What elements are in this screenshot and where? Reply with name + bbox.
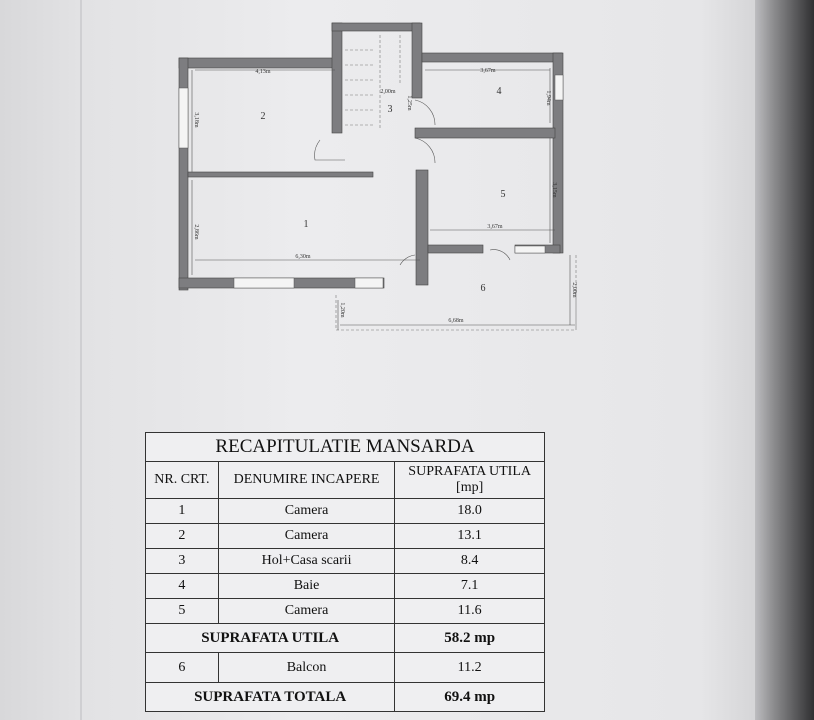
dim-r4-width: 3,67m <box>480 68 496 74</box>
cell: Balcon <box>217 652 396 683</box>
wall <box>187 171 374 178</box>
dim-r1-width: 6,30m <box>295 254 311 260</box>
area-summary-table: RECAPITULATIE MANSARDA NR. CRT. DENUMIRE… <box>144 432 545 712</box>
wall <box>427 244 484 254</box>
room-label-1: 1 <box>304 219 309 230</box>
dim-balcony-small: 1,20m <box>339 302 345 318</box>
wall <box>178 57 337 69</box>
cell: 3 <box>145 548 219 574</box>
header-area: SUPRAFATA UTILA [mp] <box>394 461 545 499</box>
cell: 1 <box>145 498 219 524</box>
room-label-5: 5 <box>501 189 506 200</box>
header-name: DENUMIRE INCAPERE <box>217 461 396 499</box>
dim-r2-height: 3,18m <box>193 112 199 128</box>
header-nr: NR. CRT. <box>145 461 219 499</box>
cell: Baie <box>217 573 396 599</box>
wall <box>331 22 343 134</box>
cell: 4 <box>145 573 219 599</box>
cell: Camera <box>217 523 396 549</box>
floor-plan: 1 2 3 4 5 6 4,13m 3,18m 2,00m 1,25m 3,67… <box>178 22 577 331</box>
dim-balcony-height: 2,00m <box>571 282 577 298</box>
cell: 5 <box>145 598 219 624</box>
cell: Hol+Casa scarii <box>217 548 396 574</box>
cell: 2 <box>145 523 219 549</box>
wall <box>331 22 421 32</box>
wall <box>421 52 563 63</box>
total-value: 69.4 mp <box>394 682 545 712</box>
cell: 11.6 <box>394 598 545 624</box>
dim-r2-width: 4,13m <box>255 69 271 75</box>
room-label-6: 6 <box>481 283 486 294</box>
table-title: RECAPITULATIE MANSARDA <box>145 432 545 462</box>
cell: Camera <box>217 498 396 524</box>
subtotal-label: SUPRAFATA UTILA <box>144 623 396 653</box>
page-fold <box>80 0 82 720</box>
room-label-2: 2 <box>261 111 266 122</box>
cell: 6 <box>145 652 219 683</box>
cell: 18.0 <box>394 498 545 524</box>
cell: 13.1 <box>394 523 545 549</box>
wall <box>411 22 423 99</box>
dim-r5-height: 3,15m <box>551 182 557 198</box>
dim-balcony-width: 6,68m <box>448 318 464 324</box>
dim-r4-height: 1,94m <box>545 90 551 106</box>
cell: Camera <box>217 598 396 624</box>
wall <box>415 169 429 286</box>
subtotal-value: 58.2 mp <box>394 623 545 653</box>
dim-r1-height: 2,86m <box>193 224 199 240</box>
cell: 7.1 <box>394 573 545 599</box>
dim-stair: 2,00m <box>380 89 396 95</box>
total-label: SUPRAFATA TOTALA <box>144 682 396 712</box>
dim-r5-width: 3,67m <box>487 224 503 230</box>
room-label-3: 3 <box>388 104 393 115</box>
background-edge <box>755 0 814 720</box>
cell: 11.2 <box>394 652 545 683</box>
wall <box>414 127 556 139</box>
room-label-4: 4 <box>497 86 502 97</box>
dim-stair-small: 1,25m <box>406 95 412 111</box>
cell: 8.4 <box>394 548 545 574</box>
